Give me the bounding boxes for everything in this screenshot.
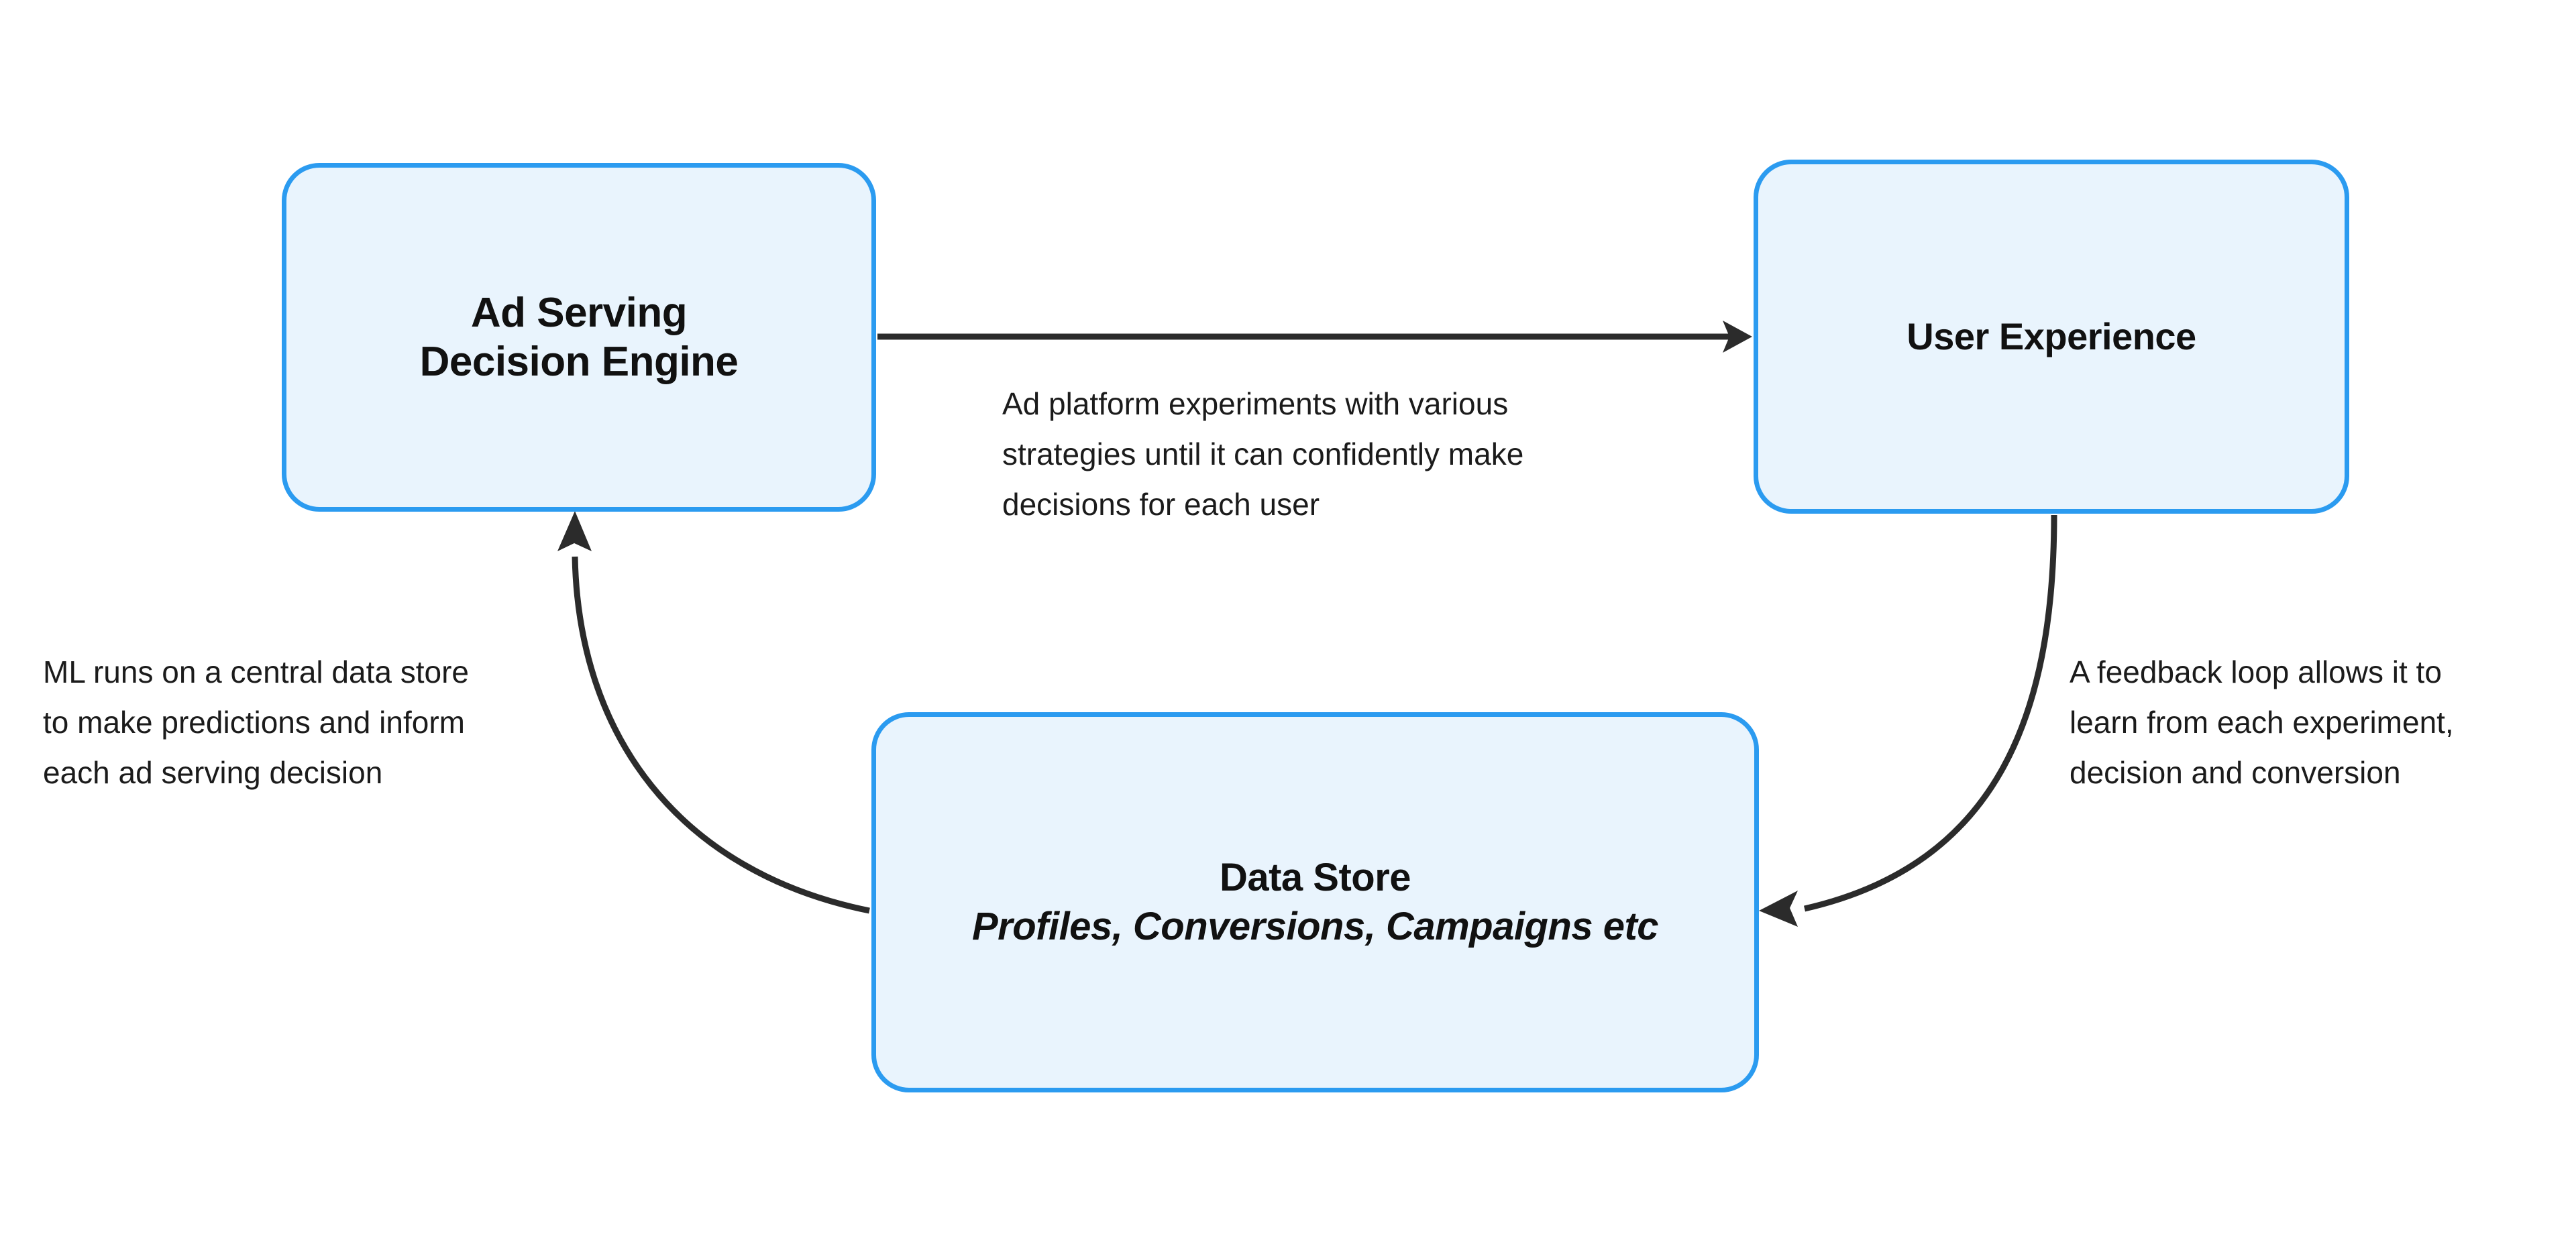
edge-label-data-store-to-ad-serving: ML runs on a central data store to make … bbox=[43, 655, 469, 790]
edge-curve-right bbox=[1803, 514, 2057, 912]
node-ad-serving-title: Ad Serving Decision Engine bbox=[419, 289, 739, 385]
arrow-head-left bbox=[1759, 891, 1798, 927]
edge-ad-serving-to-user-experience bbox=[877, 321, 1752, 353]
arrow-head-right bbox=[1723, 321, 1752, 353]
edge-user-experience-to-data-store bbox=[1759, 514, 2057, 927]
node-user-experience-title: User Experience bbox=[1907, 315, 2196, 357]
arrow-head-up bbox=[557, 511, 592, 551]
edge-label-ad-serving-to-user-experience: Ad platform experiments with various str… bbox=[1002, 386, 1524, 522]
node-data-store-title: Data Store bbox=[1219, 856, 1411, 900]
node-data-store[interactable]: Data Store Profiles, Conversions, Campai… bbox=[871, 712, 1759, 1092]
edge-curve-left bbox=[572, 556, 870, 914]
edge-label-user-experience-to-data-store: A feedback loop allows it to learn from … bbox=[2070, 655, 2454, 790]
node-data-store-subtitle: Profiles, Conversions, Campaigns etc bbox=[971, 904, 1659, 948]
node-user-experience[interactable]: User Experience bbox=[1754, 160, 2349, 514]
edge-data-store-to-ad-serving bbox=[557, 511, 870, 914]
node-ad-serving-decision-engine[interactable]: Ad Serving Decision Engine bbox=[282, 163, 876, 512]
